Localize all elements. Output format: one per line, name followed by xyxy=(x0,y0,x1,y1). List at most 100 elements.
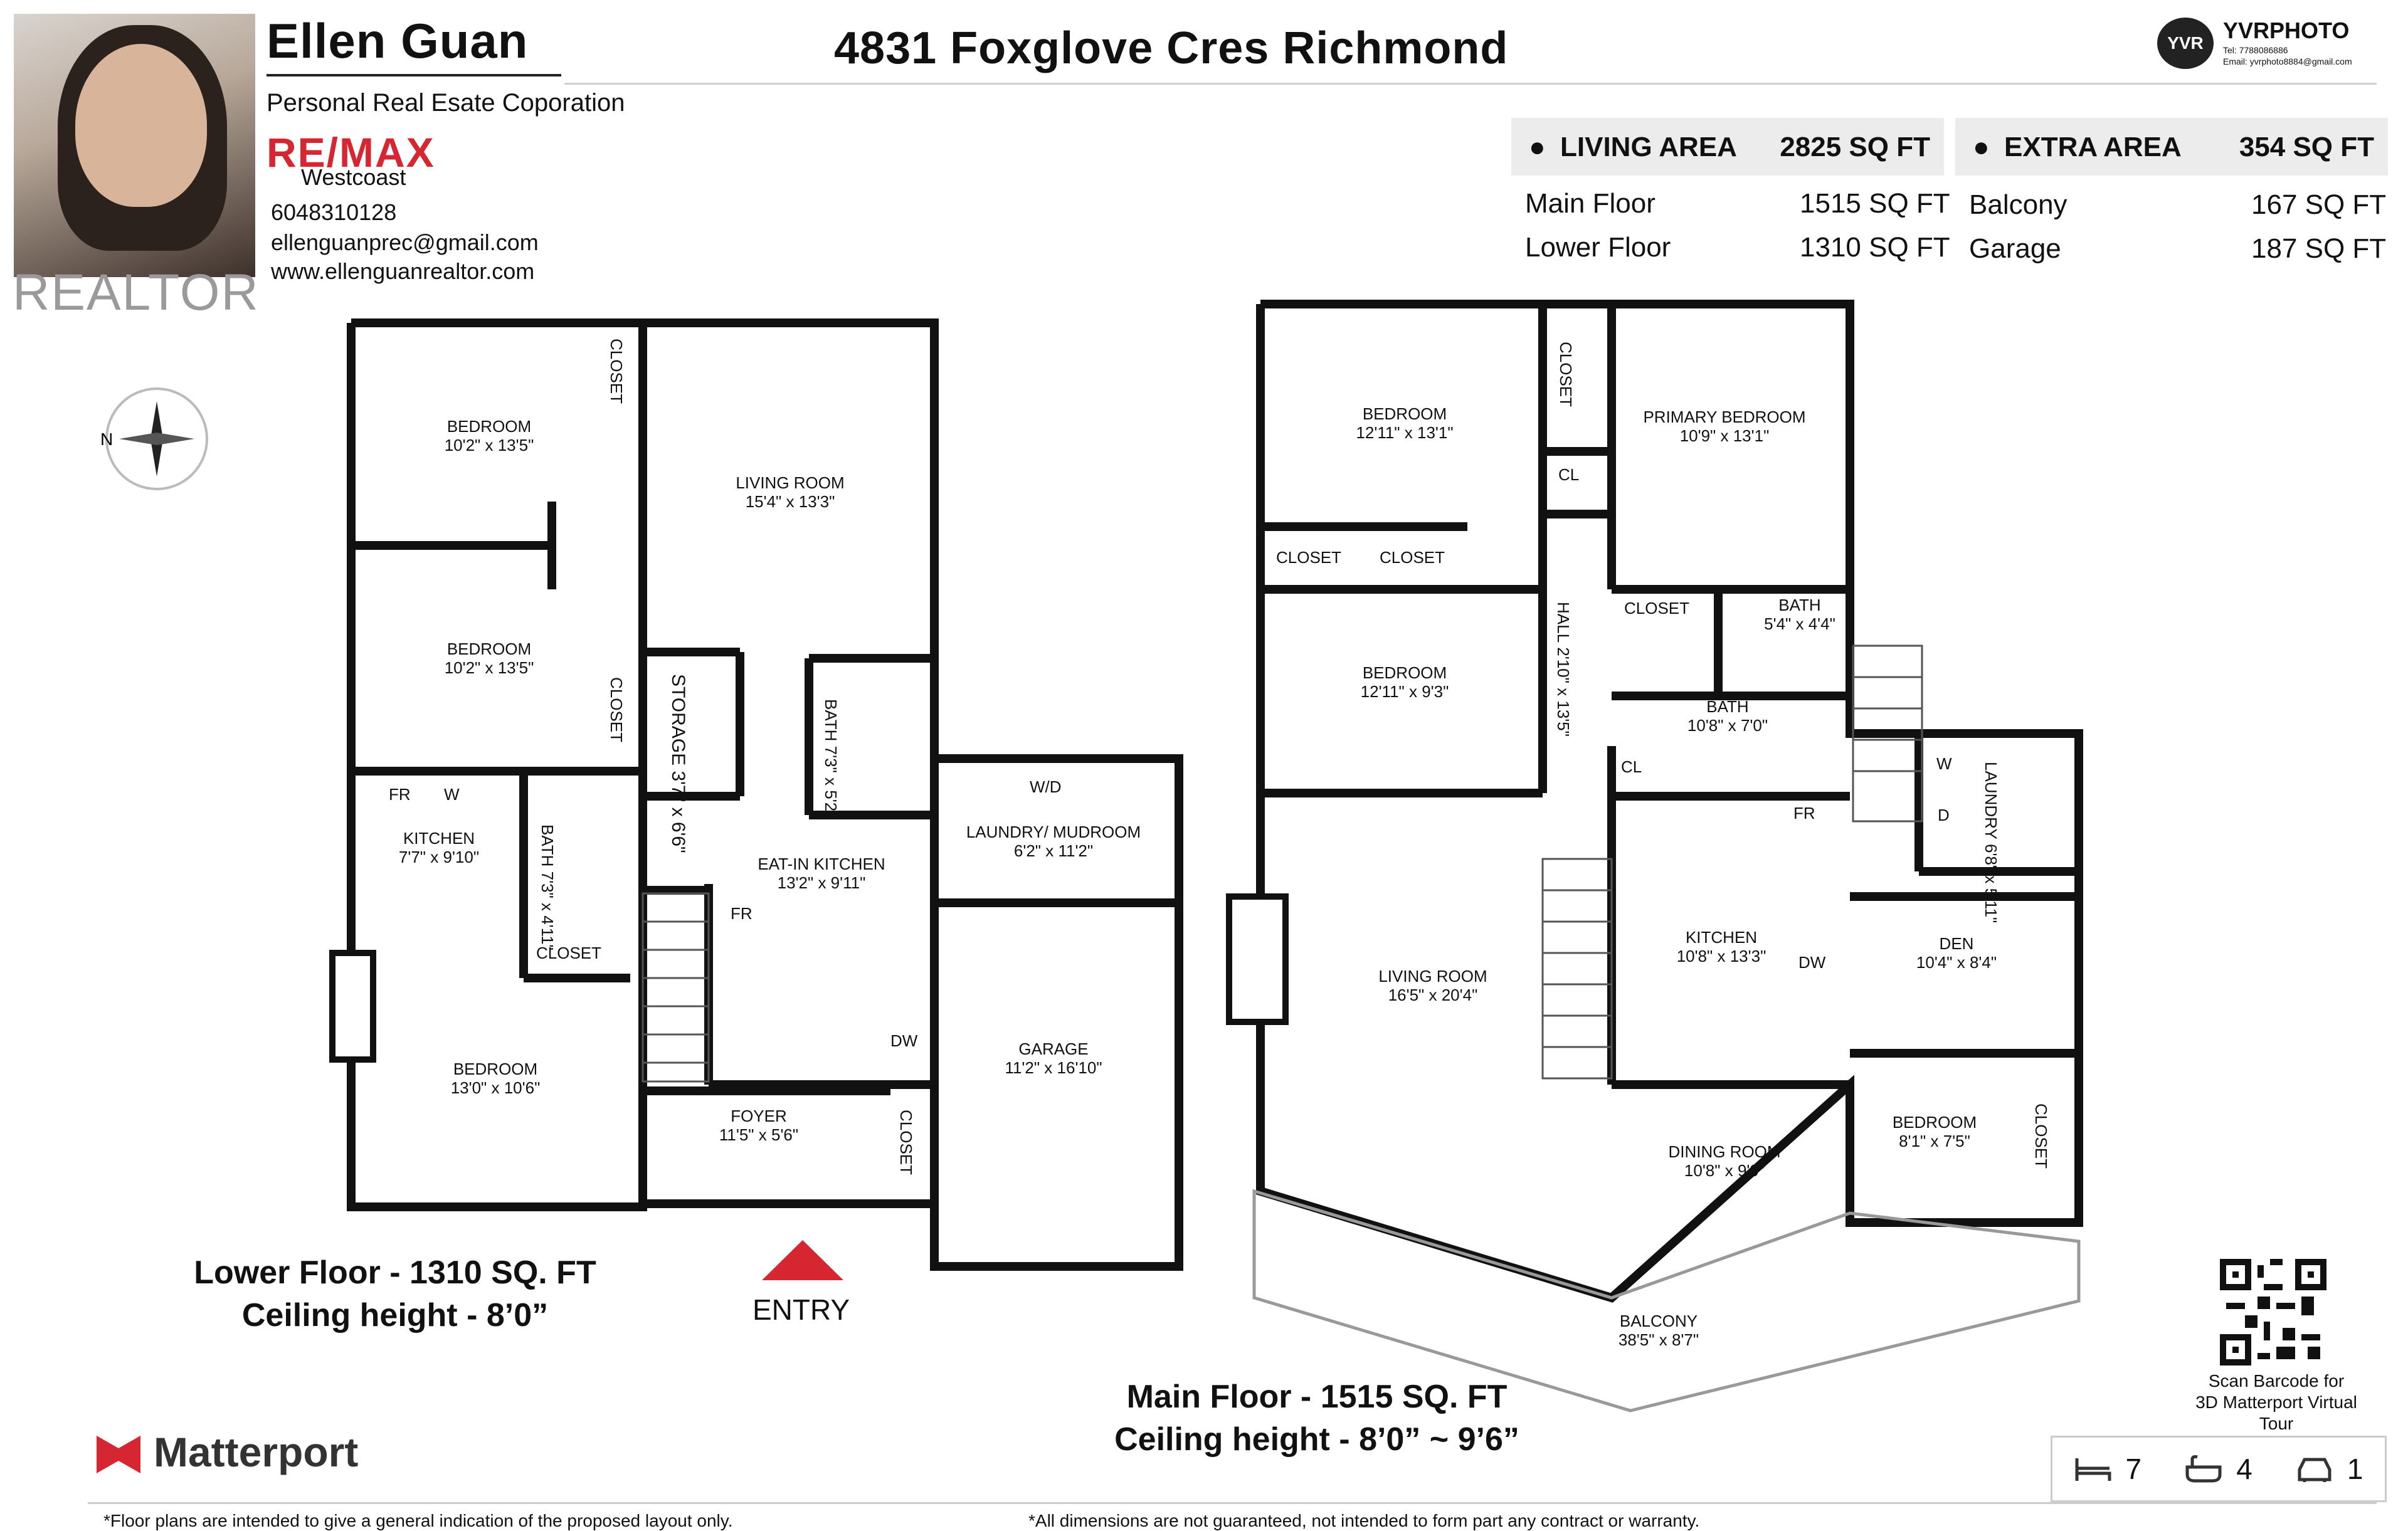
closet-label: CLOSET xyxy=(536,944,602,962)
agent-corporation: Personal Real Esate Coporation xyxy=(267,89,625,117)
fridge-label: FR xyxy=(731,904,752,923)
agent-name-underline xyxy=(267,74,561,76)
photographer-logo: YVR xyxy=(2157,18,2214,69)
dishwasher-label: DW xyxy=(1798,953,1826,972)
matterport-brand: Matterport xyxy=(154,1429,359,1475)
living-area-total: 2825 SQ FT xyxy=(1780,132,1930,162)
garage-count: 1 xyxy=(2347,1453,2363,1485)
fridge-label: FR xyxy=(1793,804,1815,823)
brokerage-logo: RE/MAX xyxy=(267,129,435,176)
qr-code-icon[interactable] xyxy=(2220,1259,2326,1365)
bed-icon xyxy=(2075,1458,2111,1481)
closet-label: CL xyxy=(1558,465,1580,484)
washer-label: W xyxy=(1936,754,1952,773)
property-stats: 7 4 1 xyxy=(2051,1436,2387,1502)
garage-icon xyxy=(2298,1458,2331,1482)
living-row-label: Main Floor xyxy=(1525,188,1656,219)
photographer-name: YVRPHOTO xyxy=(2223,18,2350,43)
extra-row-label: Balcony xyxy=(1969,189,2067,220)
lower-stairs xyxy=(642,892,710,1083)
agent-phone[interactable]: 6048310128 xyxy=(271,199,397,225)
disclaimer-dimensions: *All dimensions are not guaranteed, not … xyxy=(1028,1511,1700,1530)
living-row-value: 1515 SQ FT xyxy=(1800,188,1950,219)
closet-label: CLOSET xyxy=(1556,342,1575,408)
matterport-logo-icon xyxy=(97,1436,140,1473)
extra-row-value: 187 SQ FT xyxy=(2251,233,2387,264)
baths-count: 4 xyxy=(2236,1453,2252,1485)
dishwasher-label: DW xyxy=(890,1031,918,1050)
lower-fireplace xyxy=(329,950,376,1063)
closet-label: CLOSET xyxy=(607,677,626,743)
closet-label: CLOSET xyxy=(1380,548,1445,567)
agent-email[interactable]: ellenguanprec@gmail.com xyxy=(271,229,539,255)
disclaimer-layout: *Floor plans are intended to give a gene… xyxy=(103,1511,733,1530)
agent-website[interactable]: www.ellenguanrealtor.com xyxy=(271,258,535,284)
living-area-label: LIVING AREA xyxy=(1560,132,1737,162)
living-row-value: 1310 SQ FT xyxy=(1800,232,1950,263)
closet-label: CL xyxy=(1621,757,1642,776)
extra-row-value: 167 SQ FT xyxy=(2251,189,2387,220)
lower-floor-title: Lower Floor - 1310 SQ. FT xyxy=(194,1255,596,1291)
washer-label: W xyxy=(444,785,460,804)
extra-row-label: Garage xyxy=(1969,233,2061,264)
fridge-label: FR xyxy=(389,785,411,804)
agent-photo-face xyxy=(75,44,207,207)
agent-name: Ellen Guan xyxy=(267,13,529,68)
living-area-header: ● LIVING AREA 2825 SQ FT xyxy=(1511,118,1944,176)
closet-label: CLOSET xyxy=(1624,599,1690,618)
svg-text:N: N xyxy=(100,429,113,449)
extra-area-total: 354 SQ FT xyxy=(2239,132,2374,162)
closet-label: CLOSET xyxy=(2032,1103,2051,1169)
realtor-watermark: REALTOR xyxy=(13,264,260,321)
photographer-email: Email: yvrphoto8884@gmail.com xyxy=(2223,56,2352,66)
entry-label: ENTRY xyxy=(752,1293,850,1326)
beds-count: 7 xyxy=(2125,1453,2142,1485)
bath-icon xyxy=(2185,1455,2222,1483)
main-floor-ceiling: Ceiling height - 8’0” ~ 9’6” xyxy=(1114,1421,1519,1458)
footer-divider xyxy=(88,1502,2377,1504)
closet-label: CLOSET xyxy=(897,1110,916,1176)
extra-area-label: EXTRA AREA xyxy=(2004,132,2182,162)
room-laundry: LAUNDRY 6'8" x 5'11" xyxy=(1982,762,2000,923)
closet-label: CLOSET xyxy=(607,339,626,404)
lower-floor-ceiling: Ceiling height - 8’0” xyxy=(241,1297,549,1334)
main-floor-title: Main Floor - 1515 SQ. FT xyxy=(1126,1379,1508,1415)
photographer-tel: Tel: 7788086886 xyxy=(2223,45,2288,55)
washer-dryer-label: W/D xyxy=(1030,777,1062,796)
entry-arrow-icon xyxy=(762,1240,843,1280)
room-storage: STORAGE 3'7" x 6'6" xyxy=(668,674,689,853)
listing-address: 4831 Foxglove Cres Richmond xyxy=(834,23,1509,73)
main-fireplace xyxy=(1226,893,1289,1025)
balcony-outline xyxy=(1252,1189,2081,1413)
closet-label: CLOSET xyxy=(1276,548,1342,567)
compass-icon: N xyxy=(100,387,208,490)
room-hall: HALL 2'10" x 13'5" xyxy=(1554,602,1573,737)
dryer-label: D xyxy=(1938,806,1950,824)
brokerage-office: Westcoast xyxy=(301,164,406,190)
main-stairs xyxy=(1541,644,1923,1080)
room-bath: BATH 7'3" x 4'11" xyxy=(538,824,557,950)
header-divider xyxy=(564,83,2377,85)
room-bath: BATH 7'3" x 5'2" xyxy=(821,699,840,818)
living-row-label: Lower Floor xyxy=(1525,232,1671,263)
qr-caption: Scan Barcode for 3D Matterport Virtual T… xyxy=(2195,1371,2357,1433)
